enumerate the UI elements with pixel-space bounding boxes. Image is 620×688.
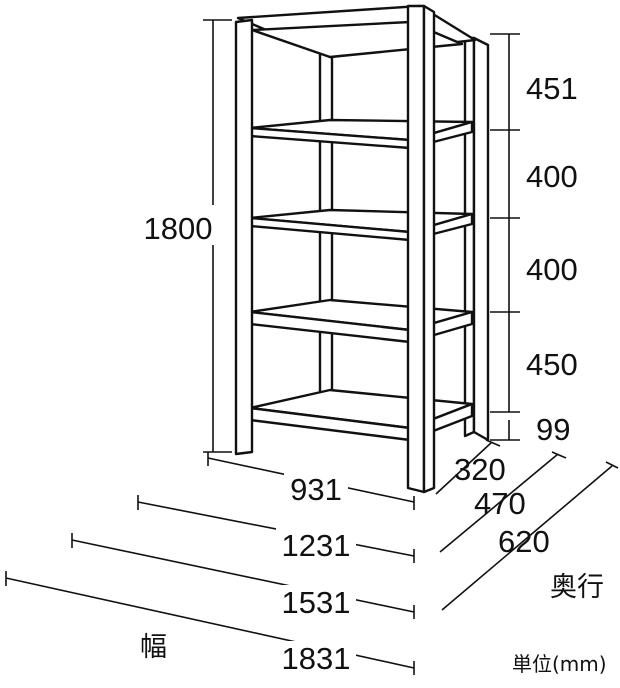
width-label-1831: 1831 <box>282 641 351 676</box>
shelf-1 <box>248 118 474 150</box>
spacing-label-5: 99 <box>536 412 570 447</box>
shelf-unit <box>234 4 490 494</box>
depth-axis-label: 奥行 <box>550 572 604 603</box>
depth-label-320: 320 <box>454 452 506 487</box>
shelf-4 <box>248 388 474 442</box>
spacing-label-2: 400 <box>526 159 578 194</box>
depth-label-470: 470 <box>474 486 526 521</box>
width-axis-label: 幅 <box>140 632 167 663</box>
unit-label: 単位(mm) <box>512 652 607 676</box>
width-label-1231: 1231 <box>282 528 351 563</box>
shelf-2 <box>248 208 474 242</box>
front-right-post <box>406 4 426 494</box>
width-label-931: 931 <box>290 472 342 507</box>
spacing-label-1: 451 <box>526 71 578 106</box>
spacing-dimension <box>490 33 520 441</box>
shelf-3 <box>248 298 474 344</box>
depth-dimensions <box>435 439 619 611</box>
spacing-label-3: 400 <box>526 252 578 287</box>
height-total-label: 1800 <box>144 211 213 246</box>
width-label-1531: 1531 <box>282 585 351 620</box>
spacing-label-4: 450 <box>526 347 578 382</box>
front-left-post <box>234 18 254 456</box>
depth-label-620: 620 <box>498 524 550 559</box>
back-right-post <box>463 36 476 438</box>
